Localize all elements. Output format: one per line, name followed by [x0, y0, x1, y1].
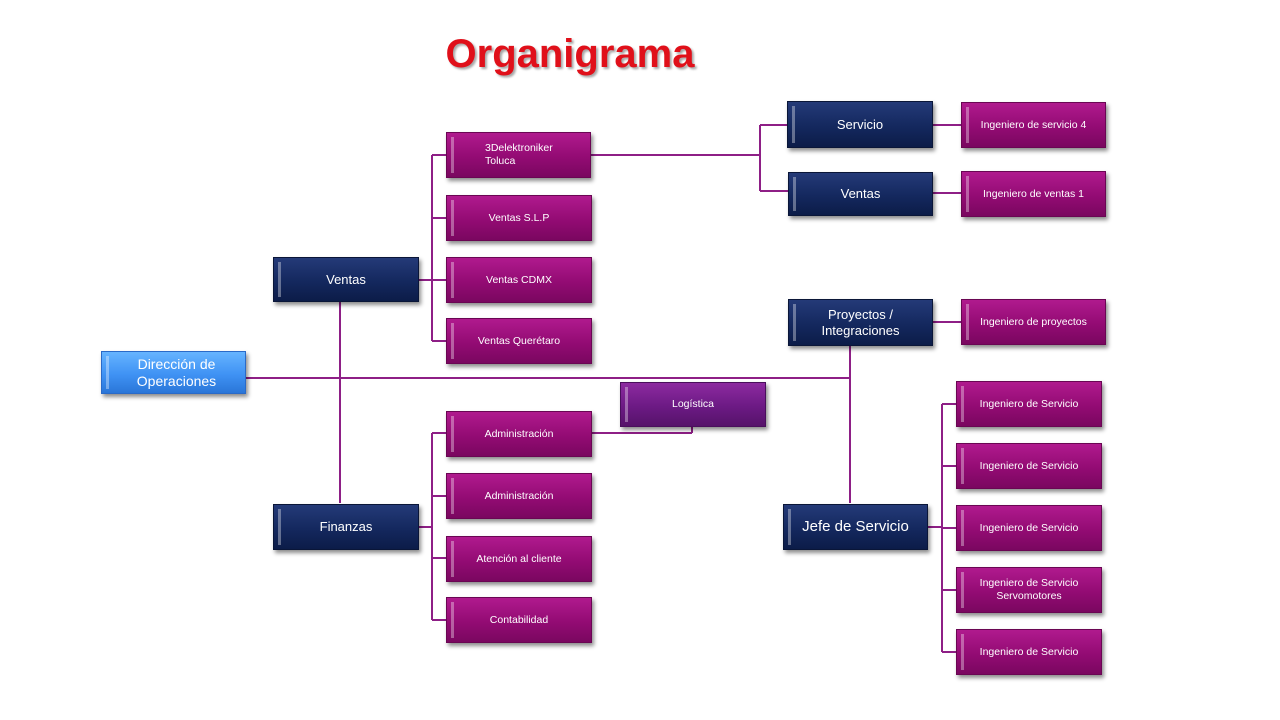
toluca-node[interactable]: 3Delektroniker Toluca	[446, 132, 591, 178]
finanzas-node[interactable]: Finanzas	[273, 504, 419, 550]
logistica-node[interactable]: Logística	[620, 382, 766, 427]
ingeniero-proyectos-node[interactable]: Ingeniero de proyectos	[961, 299, 1106, 345]
ingeniero-servicio-servomotores-node[interactable]: Ingeniero de Servicio Servomotores	[956, 567, 1102, 613]
ventas-slp-node[interactable]: Ventas S.L.P	[446, 195, 592, 241]
page-title: Organigrama	[445, 32, 695, 76]
ventas-node[interactable]: Ventas	[273, 257, 419, 302]
ingeniero-servicio-node-5[interactable]: Ingeniero de Servicio	[956, 629, 1102, 675]
proyectos-integraciones-node[interactable]: Proyectos / Integraciones	[788, 299, 933, 346]
atencion-cliente-node[interactable]: Atención al cliente	[446, 536, 592, 582]
administracion-node-2[interactable]: Administración	[446, 473, 592, 519]
ingeniero-servicio-node-2[interactable]: Ingeniero de Servicio	[956, 443, 1102, 489]
ingeniero-servicio-node-3[interactable]: Ingeniero de Servicio	[956, 505, 1102, 551]
ventas-cdmx-node[interactable]: Ventas CDMX	[446, 257, 592, 303]
jefe-servicio-node[interactable]: Jefe de Servicio	[783, 504, 928, 550]
ventas-queretaro-node[interactable]: Ventas Querétaro	[446, 318, 592, 364]
ingeniero-servicio-node-1[interactable]: Ingeniero de Servicio	[956, 381, 1102, 427]
ventas-toluca-node[interactable]: Ventas	[788, 172, 933, 216]
ingeniero-servicio-4-node[interactable]: Ingeniero de servicio 4	[961, 102, 1106, 148]
root-direccion-operaciones[interactable]: Dirección de Operaciones	[101, 351, 246, 394]
ingeniero-ventas-1-node[interactable]: Ingeniero de ventas 1	[961, 171, 1106, 217]
administracion-node-1[interactable]: Administración	[446, 411, 592, 457]
servicio-node[interactable]: Servicio	[787, 101, 933, 148]
contabilidad-node[interactable]: Contabilidad	[446, 597, 592, 643]
